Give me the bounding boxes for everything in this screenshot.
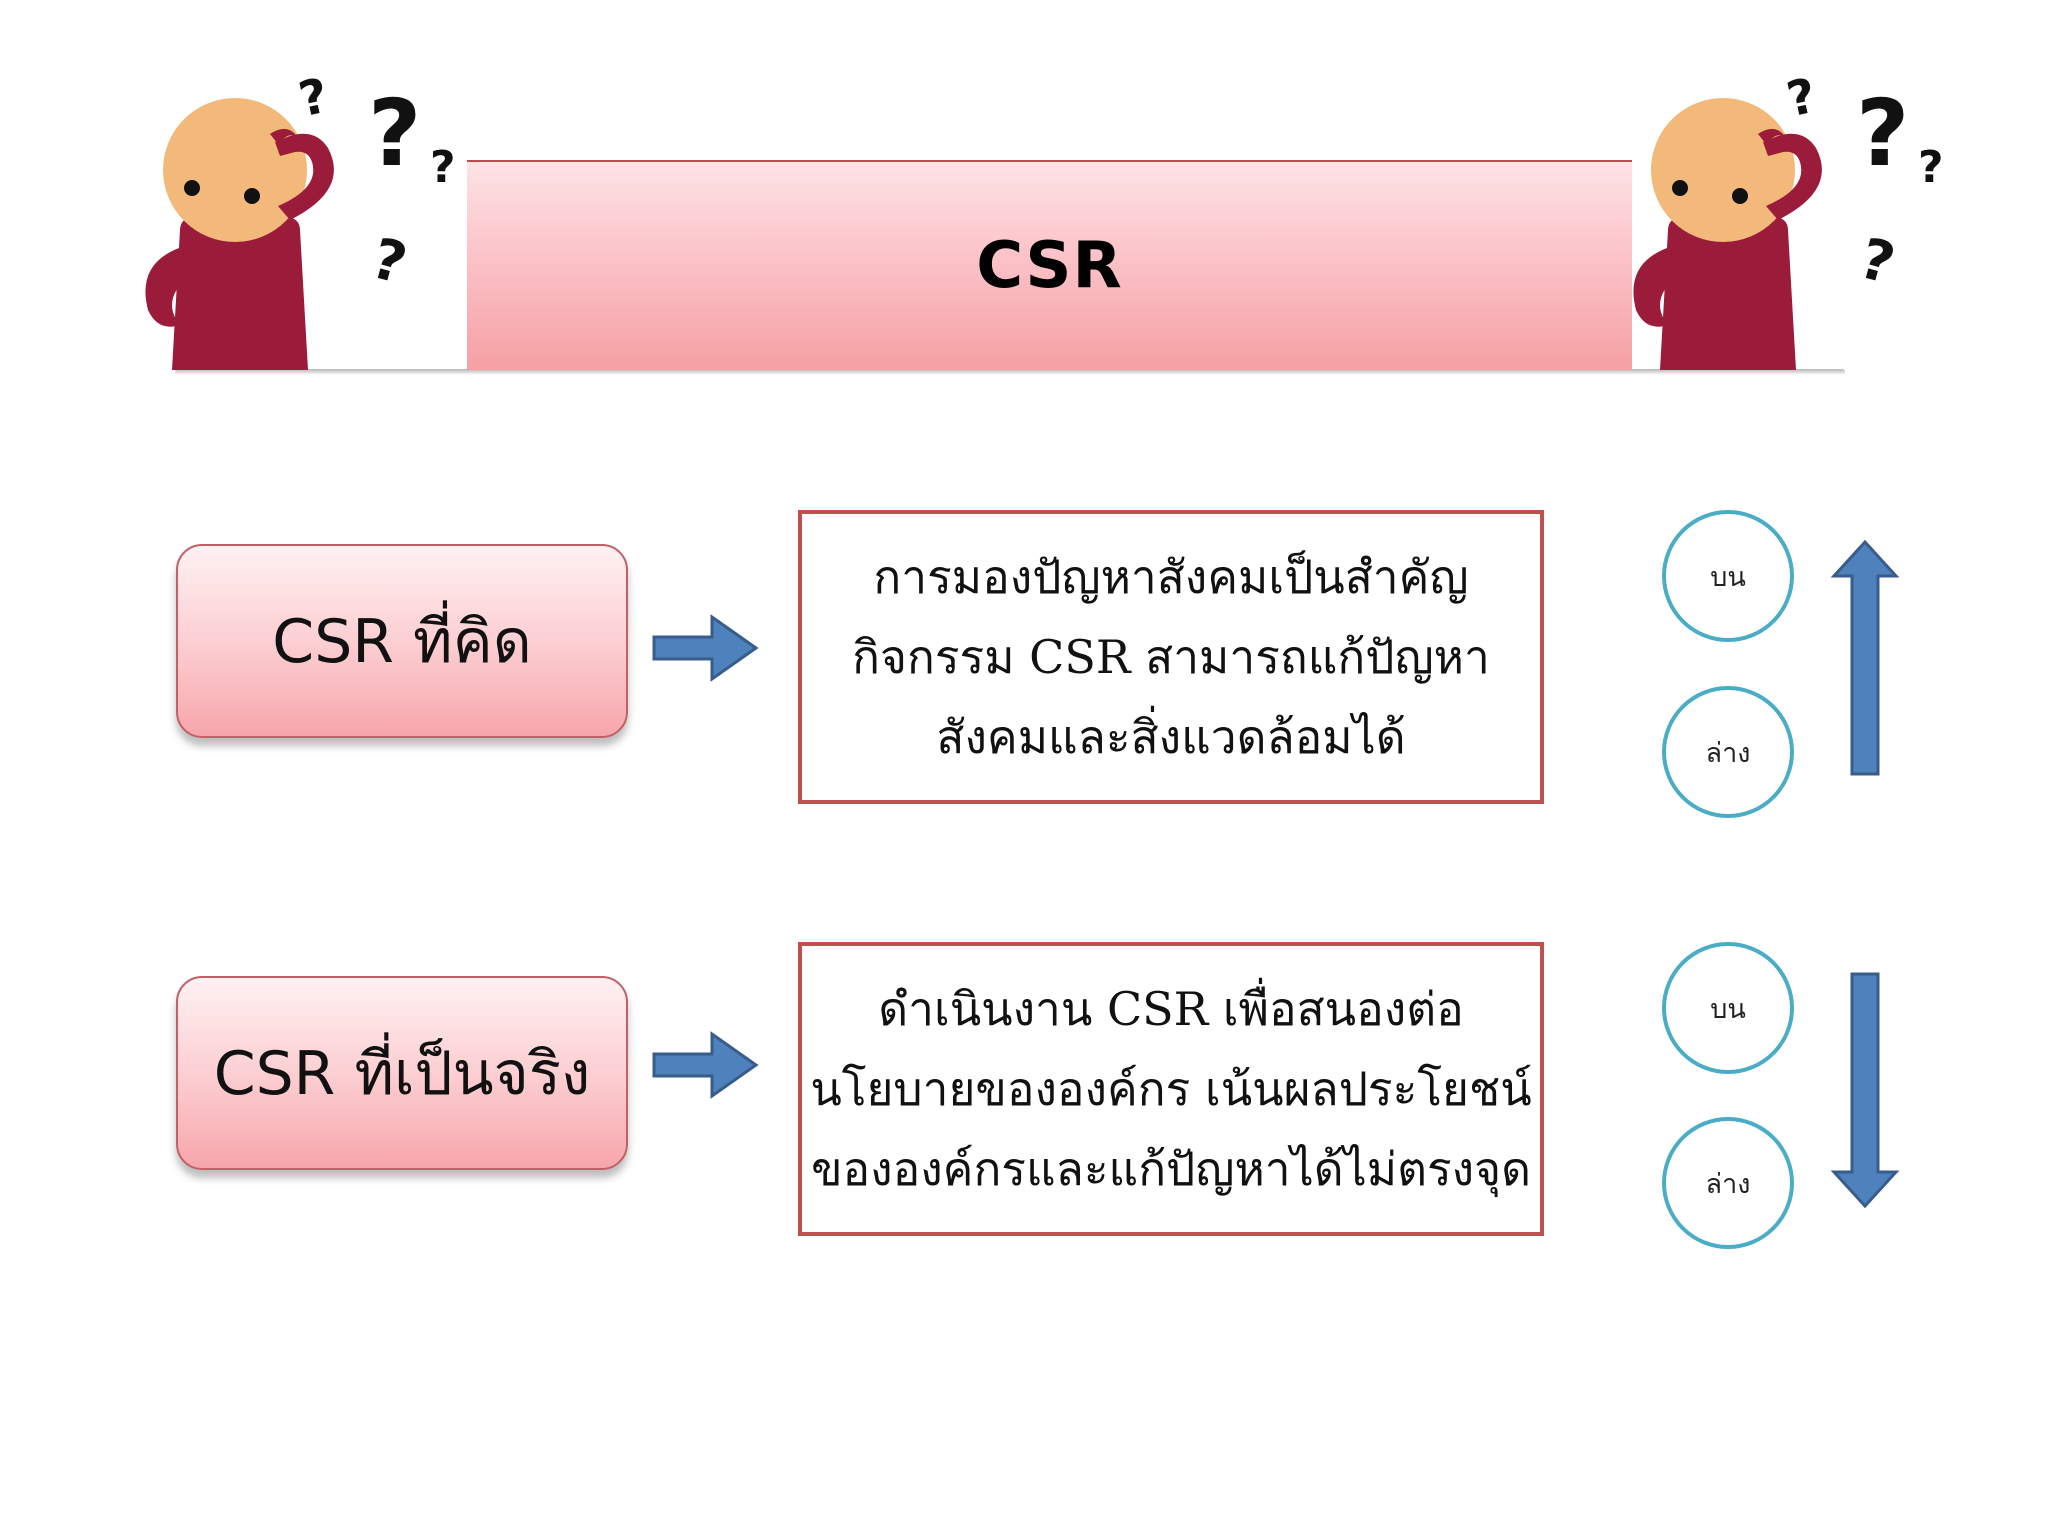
circle-top-label: บน (1710, 561, 1746, 593)
svg-text:?: ? (1856, 80, 1909, 187)
circle-bottom-label: ล่าง (1705, 1168, 1751, 1200)
description-box: ดำเนินงาน CSR เพื่อสนองต่อ นโยบายขององค์… (798, 942, 1544, 1236)
description-box: การมองปัญหาสังคมเป็นสำคัญ กิจกรรม CSR สา… (798, 510, 1544, 804)
description-line: การมองปัญหาสังคมเป็นสำคัญ (873, 550, 1469, 604)
row-label: CSR ที่คิด (272, 606, 532, 677)
confused-thinker-icon: ? ? ? ? (145, 70, 456, 370)
up-arrow-icon (1830, 539, 1900, 776)
svg-text:?: ? (1782, 70, 1821, 128)
circle-bottom: ล่าง (1662, 686, 1794, 818)
circle-top: บน (1662, 942, 1794, 1074)
description-line: ขององค์กรและแก้ปัญหาได้ไม่ตรงจุด (811, 1142, 1531, 1196)
description-line: ดำเนินงาน CSR เพื่อสนองต่อ (878, 982, 1464, 1036)
circle-bottom: ล่าง (1662, 1117, 1794, 1249)
down-arrow-icon (1830, 972, 1900, 1209)
label-box: CSR ที่เป็นจริง (176, 976, 628, 1170)
svg-text:?: ? (1918, 142, 1944, 193)
circle-top-label: บน (1710, 993, 1746, 1025)
right-arrow-icon (652, 1031, 759, 1099)
page-title: CSR (976, 229, 1123, 303)
confused-thinker-icon: ? ? ? ? (1633, 70, 1944, 370)
svg-text:?: ? (294, 70, 333, 128)
description-line: นโยบายขององค์กร เน้นผลประโยชน์ (810, 1062, 1532, 1116)
svg-text:?: ? (365, 226, 413, 297)
svg-text:?: ? (430, 142, 456, 193)
svg-text:?: ? (1853, 226, 1901, 297)
right-arrow-icon (652, 614, 759, 682)
title-banner: CSR (467, 160, 1632, 370)
description-line: กิจกรรม CSR สามารถแก้ปัญหา (852, 630, 1490, 684)
circle-bottom-label: ล่าง (1705, 737, 1751, 769)
description-line: สังคมและสิ่งแวดล้อมได้ (936, 710, 1406, 764)
label-box: CSR ที่คิด (176, 544, 628, 738)
row-label: CSR ที่เป็นจริง (213, 1038, 591, 1109)
circle-top: บน (1662, 510, 1794, 642)
banner-shadow (175, 369, 1845, 375)
svg-text:?: ? (368, 80, 421, 187)
